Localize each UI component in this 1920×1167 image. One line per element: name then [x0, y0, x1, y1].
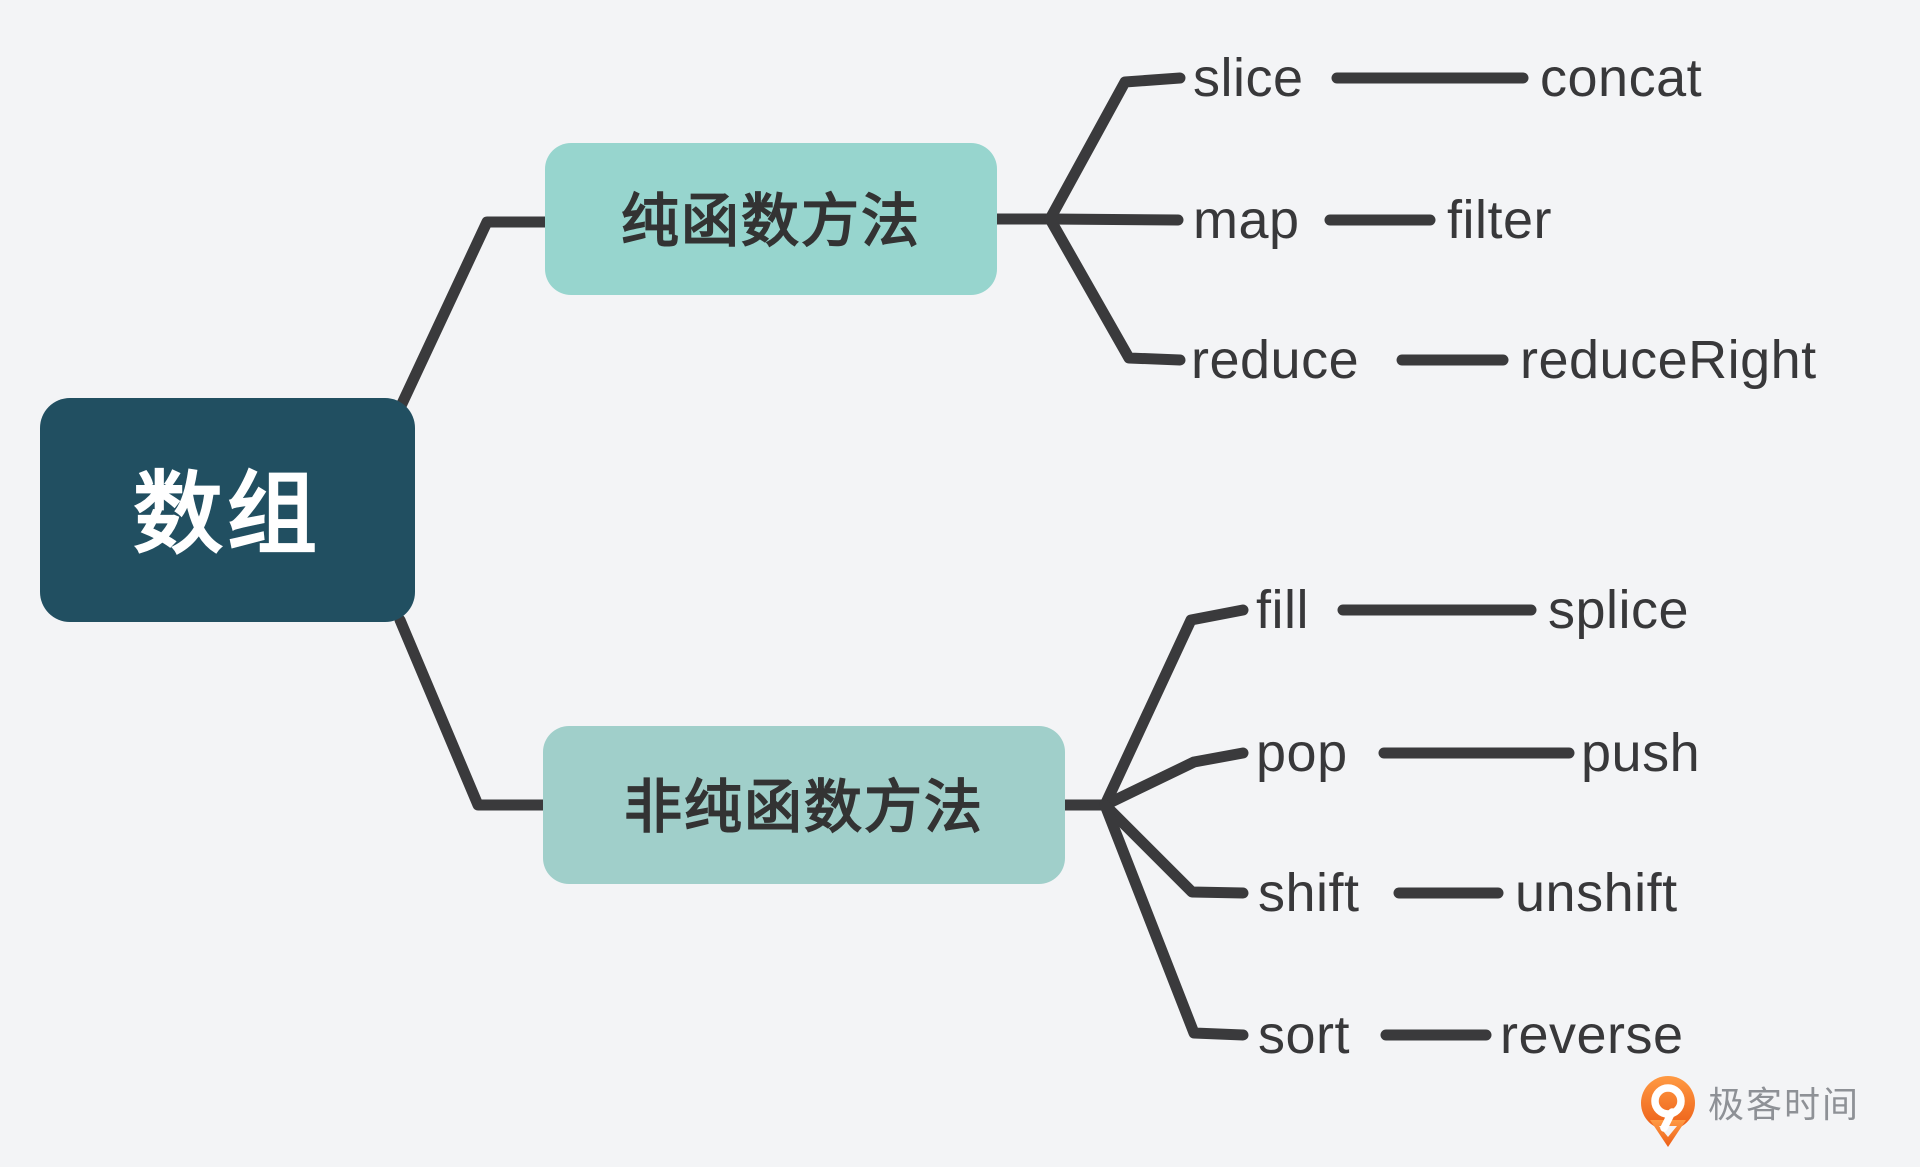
leaf-label-concat: concat — [1540, 48, 1702, 108]
geektime-pin-icon — [1641, 1076, 1695, 1147]
connector-pure-to-slice — [1044, 72, 1186, 225]
branch-node-impure-label: 非纯函数方法 — [624, 775, 984, 840]
leaf-label-filter: filter — [1447, 190, 1552, 250]
leaf-label-sort: sort — [1258, 1005, 1350, 1065]
branch-node-impure: 非纯函数方法 — [543, 726, 1065, 884]
connector-group — [394, 72, 1575, 1041]
branch-node-impure-box — [543, 726, 1065, 884]
leaf-group-impure: fill splice pop push shift unshift sort … — [1256, 580, 1700, 1065]
leaf-label-push: push — [1581, 723, 1700, 783]
leaf-label-reverse: reverse — [1500, 1005, 1684, 1065]
branch-node-pure-label: 纯函数方法 — [621, 189, 921, 254]
connector-pure-to-reduce — [1044, 213, 1186, 366]
root-node: 数组 — [40, 398, 415, 622]
geektime-logo-text: 极客时间 — [1708, 1084, 1860, 1125]
leaf-label-shift: shift — [1258, 863, 1360, 923]
root-node-label: 数组 — [133, 465, 321, 565]
leaf-label-splice: splice — [1548, 580, 1689, 640]
geektime-logo: 极客时间 — [1641, 1076, 1860, 1147]
connector-root-to-impure — [394, 614, 549, 811]
connector-impure-to-shift — [1099, 799, 1249, 899]
connector-pure-to-map — [1044, 213, 1184, 226]
leaf-label-slice: slice — [1193, 48, 1304, 108]
leaf-label-reduceright: reduceRight — [1520, 330, 1817, 390]
branch-node-pure-box — [545, 143, 997, 295]
leaf-label-pop: pop — [1256, 723, 1348, 783]
leaf-label-unshift: unshift — [1515, 863, 1678, 923]
leaf-group-pure: slice concat map filter reduce reduceRig… — [1191, 48, 1817, 390]
root-node-box — [40, 398, 415, 622]
leaf-label-reduce: reduce — [1191, 330, 1359, 390]
connector-impure-to-sort — [1099, 799, 1249, 1041]
connector-impure-to-fill — [1099, 604, 1249, 811]
leaf-label-map: map — [1193, 190, 1300, 250]
connector-root-to-pure — [394, 216, 551, 414]
leaf-label-fill: fill — [1256, 580, 1309, 640]
branch-node-pure: 纯函数方法 — [545, 143, 997, 295]
connector-impure-to-pop — [1099, 747, 1249, 811]
